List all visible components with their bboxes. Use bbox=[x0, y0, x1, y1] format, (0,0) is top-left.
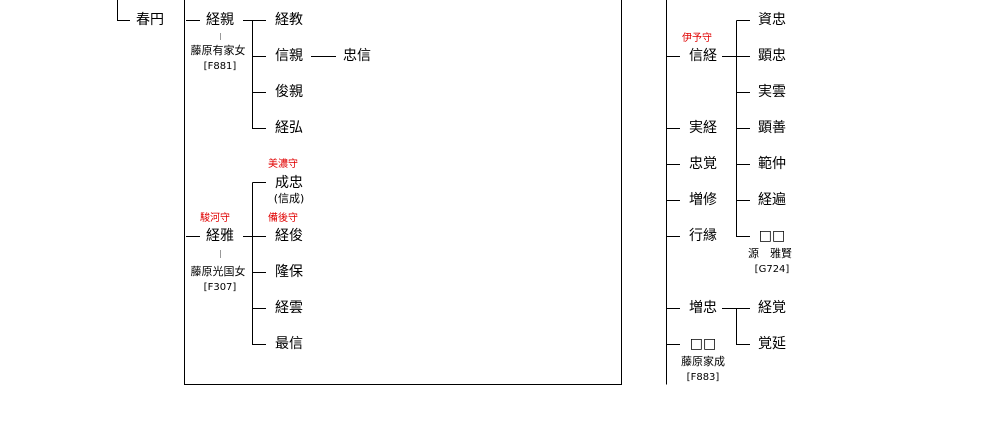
title-suruga-no-kami: 駿河守 bbox=[200, 213, 230, 224]
person-chukaku: 忠覚 bbox=[689, 156, 717, 172]
child-tsunehiro: 経弘 bbox=[275, 120, 303, 136]
person-masutada: 増忠 bbox=[689, 300, 717, 316]
person-nobutsune: 信経 bbox=[689, 48, 717, 64]
mother-of-tsunechika: 藤原有家女 bbox=[190, 44, 246, 57]
child-saishin: 最信 bbox=[275, 336, 303, 352]
child-suketada: 資忠 bbox=[758, 12, 786, 28]
child-toshichika: 俊親 bbox=[275, 84, 303, 100]
spouse-ref-f883: [F883] bbox=[686, 372, 720, 383]
child-tsunetoshi: 経俊 bbox=[275, 228, 303, 244]
child-tsunenori: 経教 bbox=[275, 12, 303, 28]
spouse-minamoto-masakata: 源 雅賢 bbox=[748, 247, 792, 260]
child-hanchu: 範仲 bbox=[758, 156, 786, 172]
spouse-fujiwara-ienari: 藤原家成 bbox=[681, 355, 725, 368]
title-bingo-no-kami: 備後守 bbox=[268, 213, 298, 224]
grandchild-tadanobu: 忠信 bbox=[343, 48, 371, 64]
person-haruen: 春円 bbox=[136, 12, 164, 28]
spouse-ref-g724: [G724] bbox=[754, 264, 790, 275]
mother-ref-tsunemasa: [F307] bbox=[203, 282, 237, 293]
child-kyohen: 経遍 bbox=[758, 192, 786, 208]
child-kyokaku: 経覚 bbox=[758, 300, 786, 316]
alias-nobushige: (信成) bbox=[273, 192, 305, 205]
person-gyoen: 行縁 bbox=[689, 228, 717, 244]
person-zoshu: 増修 bbox=[689, 192, 717, 208]
title-mino-no-kami: 美濃守 bbox=[268, 159, 298, 170]
person-sanetsune: 実経 bbox=[689, 120, 717, 136]
child-kenzen: 顕善 bbox=[758, 120, 786, 136]
child-keiun: 経雲 bbox=[275, 300, 303, 316]
mother-of-tsunemasa: 藤原光国女 bbox=[190, 265, 246, 278]
child-takayasu: 隆保 bbox=[275, 264, 303, 280]
person-unknown-last: □□ bbox=[689, 336, 717, 352]
title-iyo-no-kami: 伊予守 bbox=[682, 33, 712, 44]
child-akitada: 顕忠 bbox=[758, 48, 786, 64]
person-tsunemasa: 経雅 bbox=[206, 228, 234, 244]
child-unknown-daughter: □□ bbox=[758, 228, 786, 244]
child-shigetada: 成忠 bbox=[275, 175, 303, 191]
mother-ref-tsunechika: [F881] bbox=[203, 61, 237, 72]
person-tsunechika: 経親 bbox=[206, 12, 234, 28]
child-jitsuun: 実雲 bbox=[758, 84, 786, 100]
child-kakuen: 覚延 bbox=[758, 336, 786, 352]
left-family-box bbox=[184, 0, 622, 385]
child-nobuchika: 信親 bbox=[275, 48, 303, 64]
